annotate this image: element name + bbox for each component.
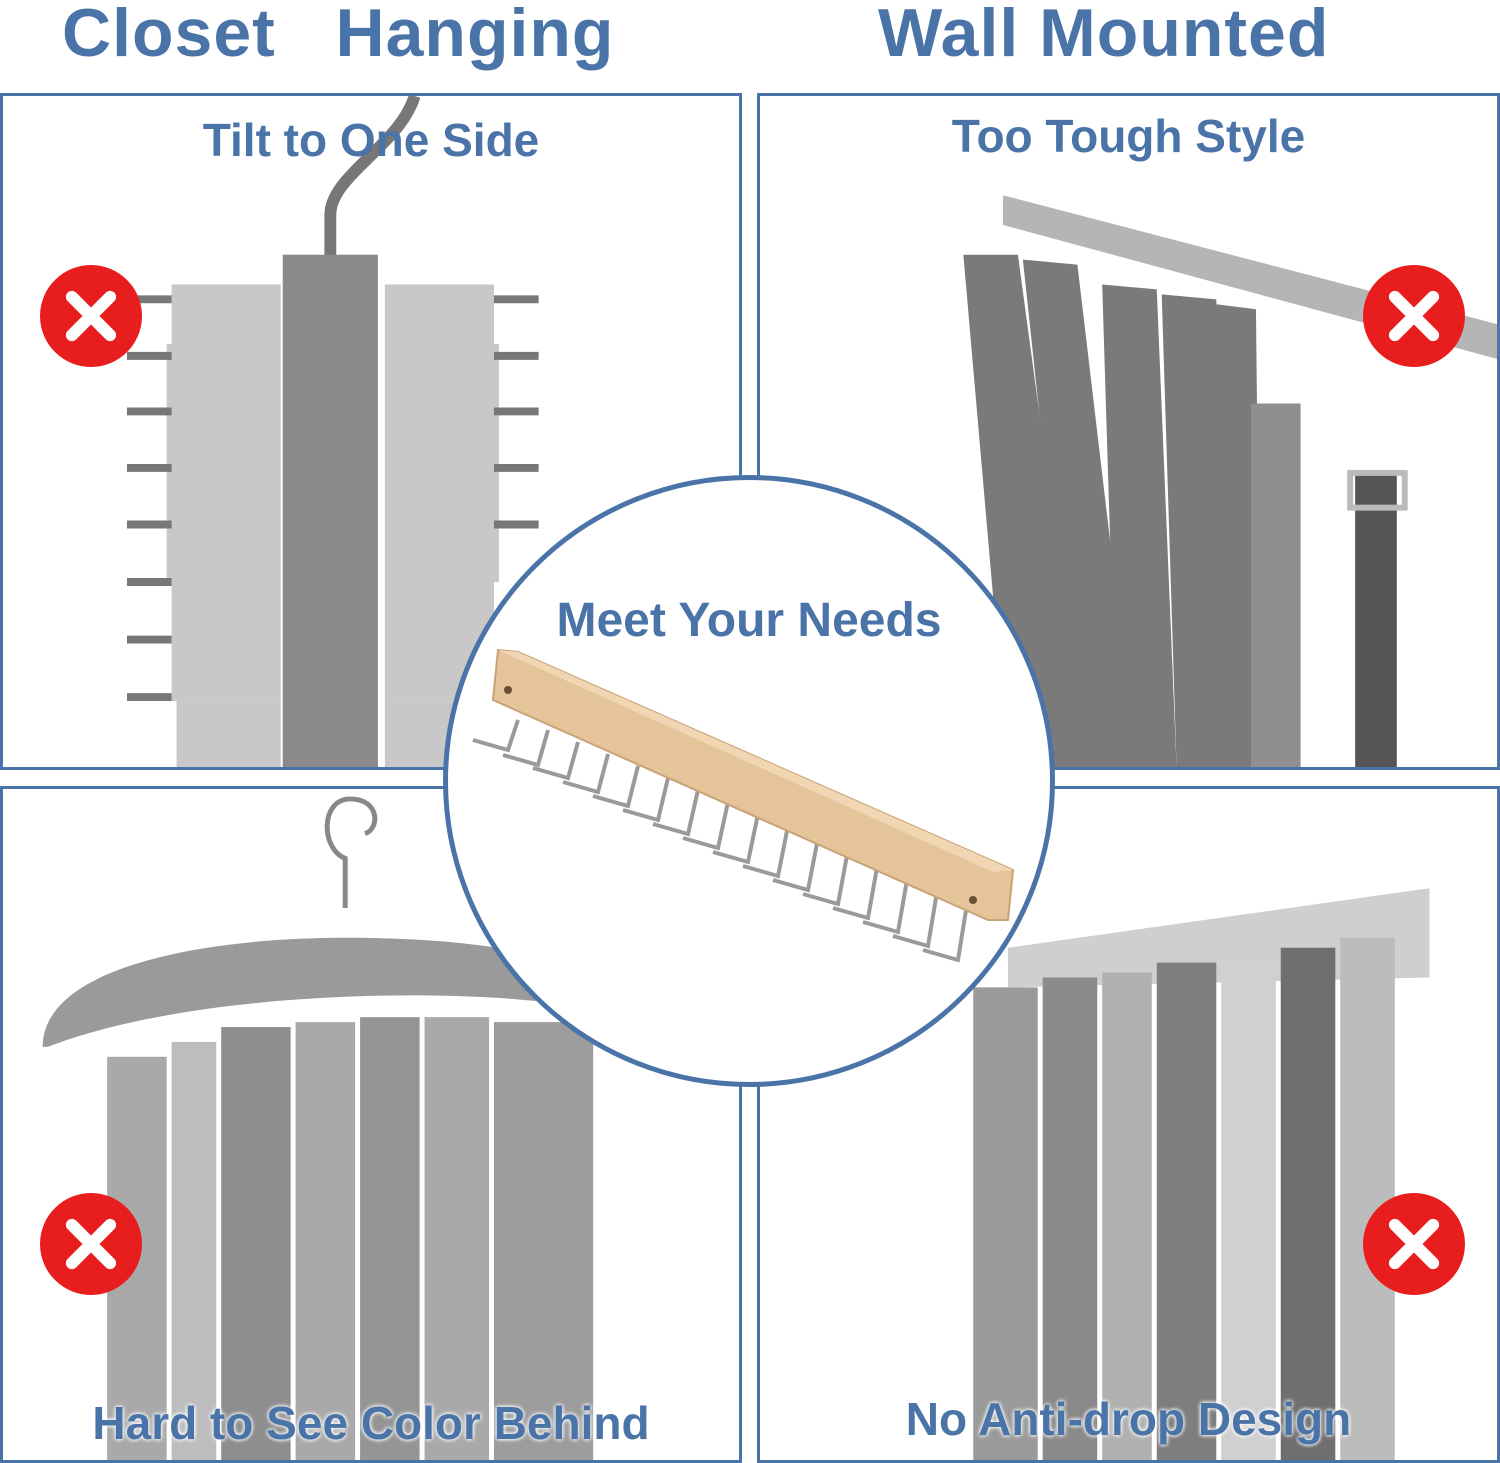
panel-title: Too Tough Style [951, 110, 1306, 162]
panel-title: No Anti-drop Design [905, 1393, 1352, 1445]
header-closet-hanging: Closet Hanging [62, 0, 615, 71]
tie-hanger-photo [42, 796, 594, 1460]
red-x-icon [1363, 265, 1465, 367]
panel-title: Hard to See Color Behind [92, 1397, 650, 1449]
rotating-tie-rack-photo [126, 96, 539, 767]
featured-product-circle: Meet Your Needs [443, 475, 1055, 1087]
wooden-tie-rack-photo [472, 648, 1015, 963]
center-title: Meet Your Needs [556, 594, 942, 647]
sliding-tie-rack-photo [973, 888, 1430, 1460]
red-x-icon [40, 265, 142, 367]
red-x-icon [1363, 1193, 1465, 1295]
panel-title: Tilt to One Side [202, 114, 540, 166]
red-x-icon [40, 1193, 142, 1295]
panel-too-tough-style: Too Tough Style [757, 93, 1500, 770]
header-wall-mounted: Wall Mounted [878, 0, 1330, 71]
panel-tilt-to-one-side: Tilt to One Side [0, 93, 742, 770]
